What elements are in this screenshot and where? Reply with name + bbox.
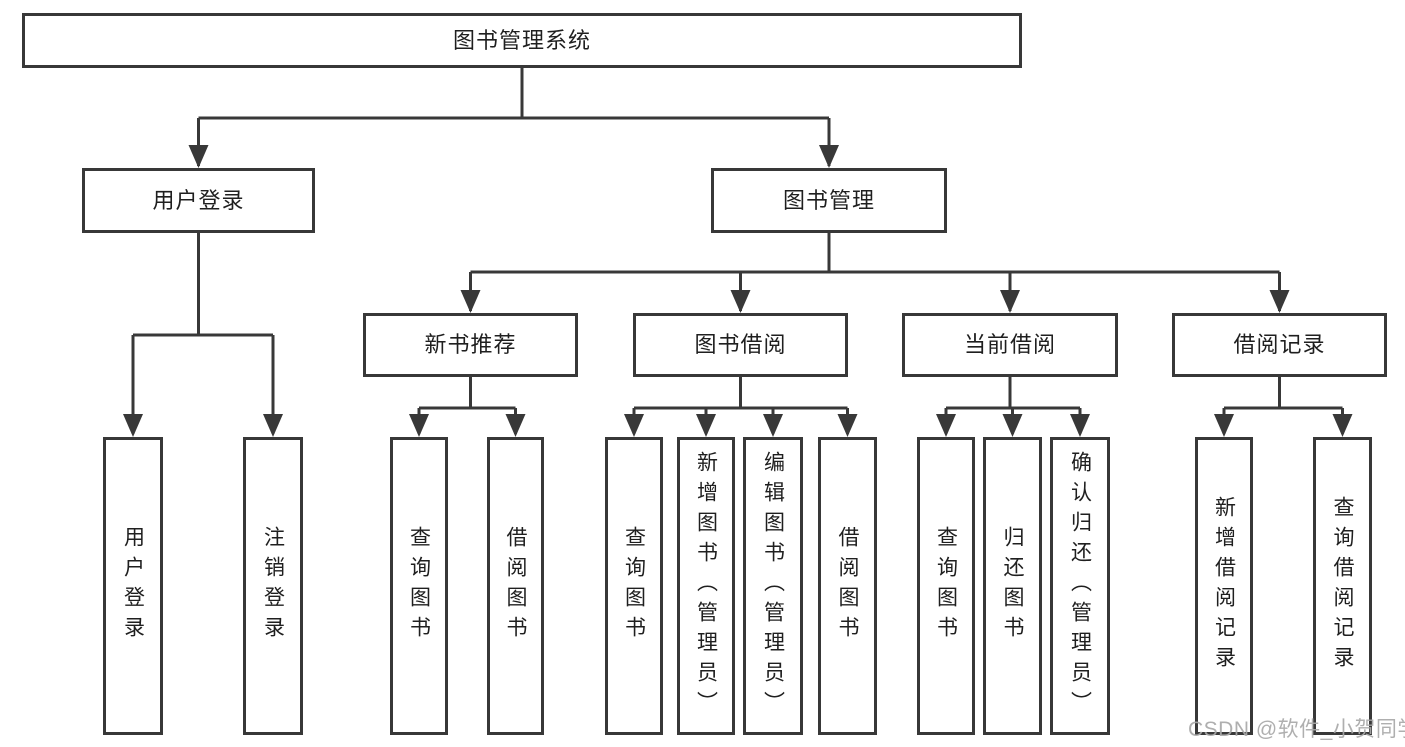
node-book-management-label: 图书管理 <box>782 187 875 213</box>
leaf-return-books: 归还图书 <box>983 437 1042 735</box>
leaf-add-books-admin: 新增图书（管理员） <box>677 437 735 735</box>
leaf-user-login-label: 用户登录 <box>121 526 145 646</box>
leaf-edit-books-admin: 编辑图书（管理员） <box>743 437 803 735</box>
leaf-query-books-current: 查询图书 <box>917 437 975 735</box>
leaf-borrow-books-recommend-label: 借阅图书 <box>504 526 527 646</box>
leaf-confirm-return-admin: 确认归还（管理员） <box>1050 437 1110 735</box>
leaf-query-books-borrow: 查询图书 <box>605 437 663 735</box>
leaf-logout: 注销登录 <box>243 437 303 735</box>
node-new-book-recommend-label: 新书推荐 <box>424 332 517 357</box>
node-user-login-label: 用户登录 <box>152 187 245 213</box>
leaf-add-books-admin-label: 新增图书（管理员） <box>694 451 718 721</box>
leaf-borrow-books-label: 借阅图书 <box>836 526 859 646</box>
leaf-query-books-borrow-label: 查询图书 <box>622 526 646 646</box>
node-book-management: 图书管理 <box>711 168 947 233</box>
node-book-borrowing: 图书借阅 <box>633 313 848 377</box>
node-new-book-recommend: 新书推荐 <box>363 313 578 377</box>
leaf-borrow-books: 借阅图书 <box>818 437 877 735</box>
watermark: CSDN @软件_小贺同学 <box>1188 718 1405 741</box>
leaf-confirm-return-admin-label: 确认归还（管理员） <box>1068 451 1092 721</box>
leaf-user-login: 用户登录 <box>103 437 163 735</box>
leaf-add-borrow-record-label: 新增借阅记录 <box>1212 496 1236 676</box>
leaf-add-borrow-record: 新增借阅记录 <box>1195 437 1253 735</box>
leaf-query-books-current-label: 查询图书 <box>934 526 958 646</box>
arrowheads <box>123 145 1353 437</box>
leaf-query-books-recommend-label: 查询图书 <box>407 526 431 646</box>
node-book-borrowing-label: 图书借阅 <box>694 332 787 357</box>
node-borrowing-records-label: 借阅记录 <box>1233 332 1326 357</box>
leaf-logout-label: 注销登录 <box>261 526 285 646</box>
leaf-query-books-recommend: 查询图书 <box>390 437 448 735</box>
node-current-borrowing-label: 当前借阅 <box>963 332 1056 357</box>
node-root-label: 图书管理系统 <box>452 27 591 53</box>
leaf-edit-books-admin-label: 编辑图书（管理员） <box>761 451 785 721</box>
leaf-query-borrow-record-label: 查询借阅记录 <box>1331 496 1354 676</box>
node-current-borrowing: 当前借阅 <box>902 313 1118 377</box>
node-user-login: 用户登录 <box>82 168 315 233</box>
leaf-return-books-label: 归还图书 <box>1001 526 1024 646</box>
leaf-borrow-books-recommend: 借阅图书 <box>487 437 544 735</box>
leaf-query-borrow-record: 查询借阅记录 <box>1313 437 1372 735</box>
node-borrowing-records: 借阅记录 <box>1172 313 1387 377</box>
node-root: 图书管理系统 <box>22 13 1022 68</box>
